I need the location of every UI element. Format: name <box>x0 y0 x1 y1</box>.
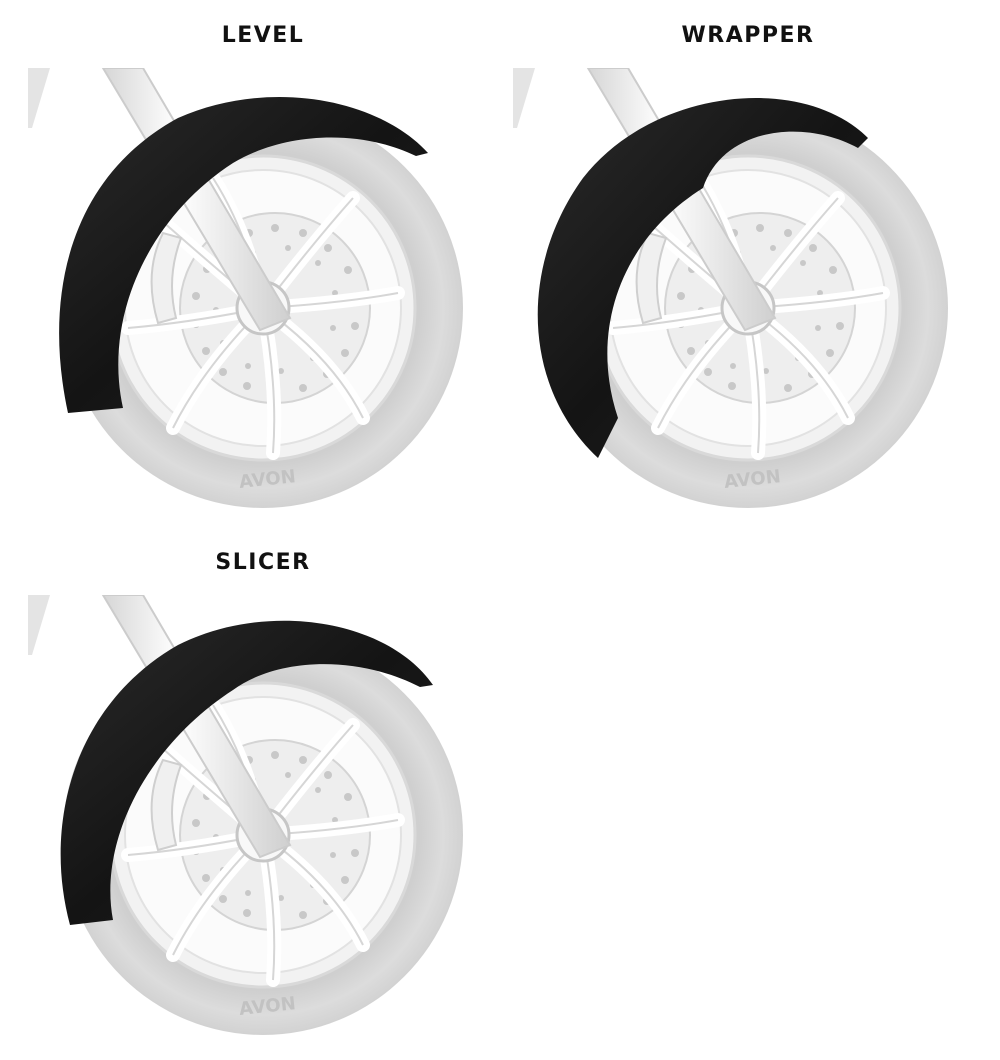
level-fender-image <box>28 68 498 518</box>
product-wrapper: WRAPPER <box>513 20 983 520</box>
slicer-fender-image <box>28 595 498 1045</box>
level-fender-shape <box>59 96 428 413</box>
product-title-slicer: SLICER <box>215 550 311 575</box>
wrapper-fender-shape <box>537 98 868 459</box>
product-title-level: LEVEL <box>221 23 305 48</box>
slicer-fender-shape <box>60 620 433 925</box>
product-title-wrapper: WRAPPER <box>681 23 815 48</box>
product-level: LEVEL <box>28 20 498 520</box>
product-slicer: SLICER <box>28 547 498 1047</box>
wrapper-fender-image <box>513 68 983 518</box>
